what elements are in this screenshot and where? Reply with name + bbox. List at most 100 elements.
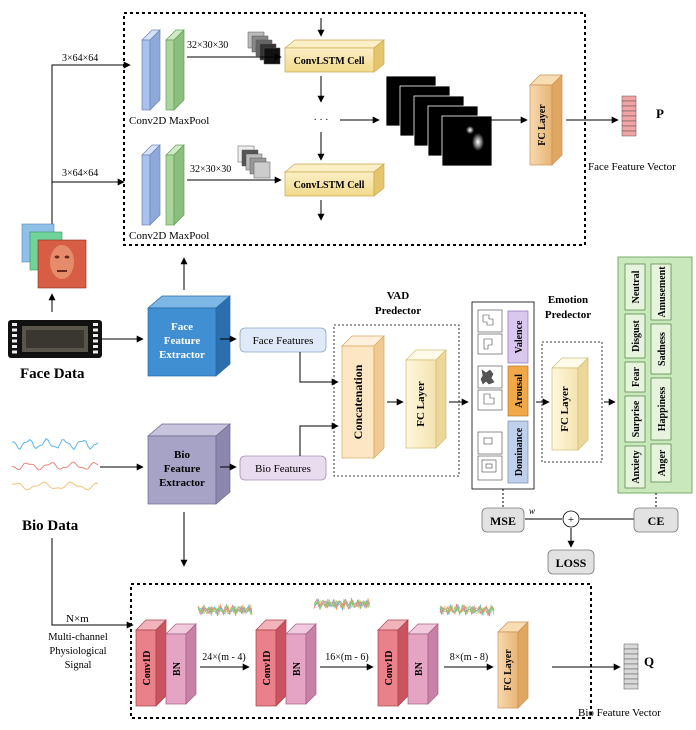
fc-label-vad: FC Layer [415,381,427,427]
face-branch-box [123,12,586,246]
convlstm-label-top: ConvLSTM Cell [294,56,365,67]
face-vector-cell [621,120,637,127]
face-feature-extractor [147,295,231,377]
emotion-class-box [624,361,646,393]
dim-label-1: 24×(m - 4) [202,652,245,663]
face-vector-cell [621,110,637,117]
emotion-title-line1: Emotion [548,294,588,306]
intermediate-signals [197,597,495,617]
convlstm-label-bottom: ConvLSTM Cell [294,180,365,191]
film-hole [12,323,17,326]
arousal-box [507,365,529,417]
face-features-box [239,327,327,353]
dominance-box [507,420,529,484]
conv1d-side-face [275,619,287,707]
bio-branch-box [130,583,592,719]
bio-features-label: Bio Features [255,463,311,475]
face-image-stack [21,223,87,289]
bio-extractor-line1: Bio [174,449,190,461]
dim-label-2: 16×(m - 6) [325,652,368,663]
face-vector-cell [621,115,637,122]
film-hole [93,323,98,326]
film-hole [93,350,98,354]
bio-input-dim: N×m [66,613,89,625]
vad-title-line1: VAD [387,290,409,302]
emotion-class-box [624,263,646,311]
emotion-title-line2: Predector [545,309,591,321]
loss-label: LOSS [556,556,587,570]
ce-label: CE [648,514,665,528]
film-hole [12,339,17,343]
bio-extractor-line3: Extractor [159,477,205,489]
bio-vector-cell [623,683,639,690]
film-strip [8,320,102,358]
face-extractor-line2: Feature [164,335,201,347]
conv2d-block-top [141,29,185,111]
emotion-class-box [624,445,646,489]
signal-line2: Physiological [49,646,106,657]
signal-trace [197,604,253,616]
conv1d-side-face [397,619,409,707]
bio-features-box [239,455,327,481]
face-vector-cell [621,130,637,137]
bn-label: BN [172,661,183,676]
ce-box [633,507,679,533]
bio-vector-cell [623,673,639,680]
signal-trace [197,604,253,616]
sum-node [562,510,580,528]
fc-layer-vad [405,349,447,449]
signal-line1: Multi-channel [48,632,108,643]
face-extractor-line3: Extractor [159,349,205,361]
bio-signal-waves [11,438,99,491]
feature-maps-top [247,31,281,65]
feat-dim-top: 32×30×30 [187,40,228,51]
film-hole [93,339,98,343]
emotion-class-label: Anger [657,449,668,476]
arrow-bio-input [51,538,134,629]
recurrence-ellipsis: · · · [314,115,329,126]
emotion-class-label: Fear [631,366,642,387]
input-dim-bottom: 3×64×64 [62,168,98,179]
emotion-class-label: Surprise [631,400,642,437]
convlstm-cell-top [284,39,385,73]
arrows-features-to-concat [299,352,339,456]
vad-predictor-box [333,324,460,477]
fc-layer-bio [497,621,529,709]
face-vector-cell [621,100,637,107]
bio-vector-cell [623,678,639,685]
bn-side-face [427,623,439,705]
conv-label-top: Conv2D MaxPool [129,115,209,127]
film-hole [12,328,17,332]
mse-box [481,507,525,533]
valence-box [507,310,529,364]
face-vector-cell [621,125,637,132]
bio-feature-vector [623,643,639,690]
valence-label: Valence [514,320,525,354]
signal-trace [313,597,370,610]
bn-label: BN [414,661,425,676]
fc-label-bio: FC Layer [503,649,514,691]
conv1d-label: Conv1D [384,650,395,685]
signal-trace [439,603,495,616]
sam-icons [477,309,503,481]
fc-label-face: FC Layer [537,104,548,146]
feature-maps-bottom [237,145,271,179]
mse-label: MSE [490,514,516,528]
face-features-label: Face Features [253,335,314,347]
emotion-class-label: Disgust [631,319,642,351]
signal-line3: Signal [65,660,92,671]
film-hole [93,334,98,337]
bio-vector-cell [623,643,639,650]
bio-feature-extractor [147,423,231,505]
dominance-label: Dominance [514,427,525,476]
conv-label-bottom: Conv2D MaxPool [129,230,209,242]
emotion-class-box [624,395,646,443]
bio-vector-symbol: Q [644,654,654,669]
fc-layer-face [529,74,563,166]
face-vector-caption: Face Feature Vector [588,161,676,173]
conv1d-label: Conv1D [142,650,153,685]
mse-weight: w [529,506,535,516]
